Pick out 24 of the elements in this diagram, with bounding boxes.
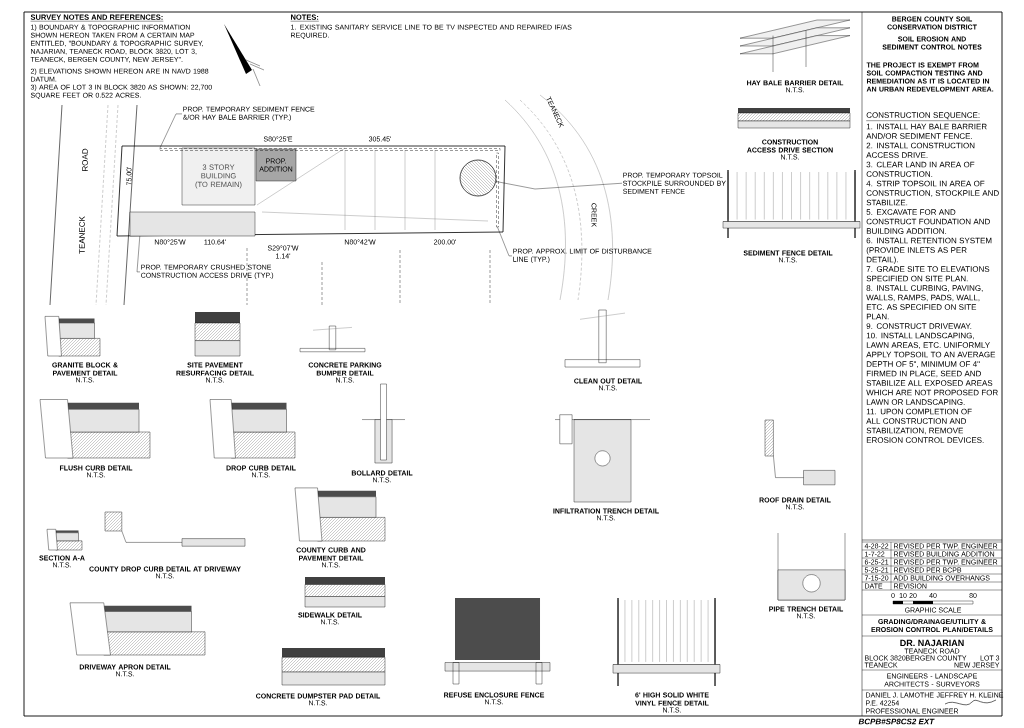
notes-heading: CONSTRUCTION SEQUENCE:: [866, 112, 981, 121]
leader-line: [159, 113, 183, 149]
project-name: DR. NAJARIAN: [900, 639, 964, 647]
note-text: 1. INSTALL HAY BALE BARRIER AND/OR SEDIMENT FENCE.: [866, 123, 987, 139]
note-text: 8. INSTALL CURBING, PAVING, WALLS, RAMPS, PADS, WALL, ETC. AS SPECIFIED ON SITE PLAN.: [866, 285, 983, 320]
note-text: 2. INSTALL CONSTRUCTION ACCESS DRIVE.: [866, 142, 975, 158]
leader-line: [495, 181, 623, 190]
leader-line: [497, 227, 513, 257]
fence-line: [159, 148, 501, 151]
note-text: 10. INSTALL LANDSCAPING, LAWN AREAS, ETC. UNIFORMLY APPLY TOPSOIL TO AN AVERAGE DEPTH OF 5", MINIMUM OF 4" FIRMED IN PLACE, SEED AND STABILIZE ALL EXPOSED AREAS WHICH ARE NOT PROPOSED FOR LAWN OR LANDSCAPING.: [866, 332, 998, 405]
note-text: 11. UPON COMPLETION OF ALL CONSTRUCTION AND STABILIZATION, REMOVE EROSION CONTROL DEVICES.: [866, 408, 984, 443]
note-text: 3. CLEAR LAND IN AREA OF CONSTRUCTION.: [866, 161, 975, 177]
handwritten-note: BCPB#SP8CS2 EXT: [858, 718, 935, 725]
note-text: 5. EXCAVATE FOR AND CONSTRUCT FOUNDATION AND BUILDING ADDITION.: [866, 209, 990, 234]
road-label: ROAD: [82, 148, 88, 171]
road-label: TEANECK: [79, 216, 85, 254]
disturbance-limit-line: [496, 152, 499, 228]
stone-drive-area: [129, 211, 256, 237]
stockpile-circle: [459, 159, 497, 197]
leader-line: [136, 236, 141, 273]
note-text: 7. GRADE SITE TO ELEVATIONS SPECIFIED ON SITE PLAN.: [866, 266, 990, 282]
note-text: 4. STRIP TOPSOIL IN AREA OF CONSTRUCTION, STOCKPILE AND STABILIZE.: [866, 180, 999, 206]
note-text: 6. INSTALL RETENTION SYSTEM (PROVIDE INLETS AS PER DETAIL).: [866, 237, 992, 264]
note-text: 9. CONSTRUCT DRIVEWAY.: [866, 323, 972, 329]
